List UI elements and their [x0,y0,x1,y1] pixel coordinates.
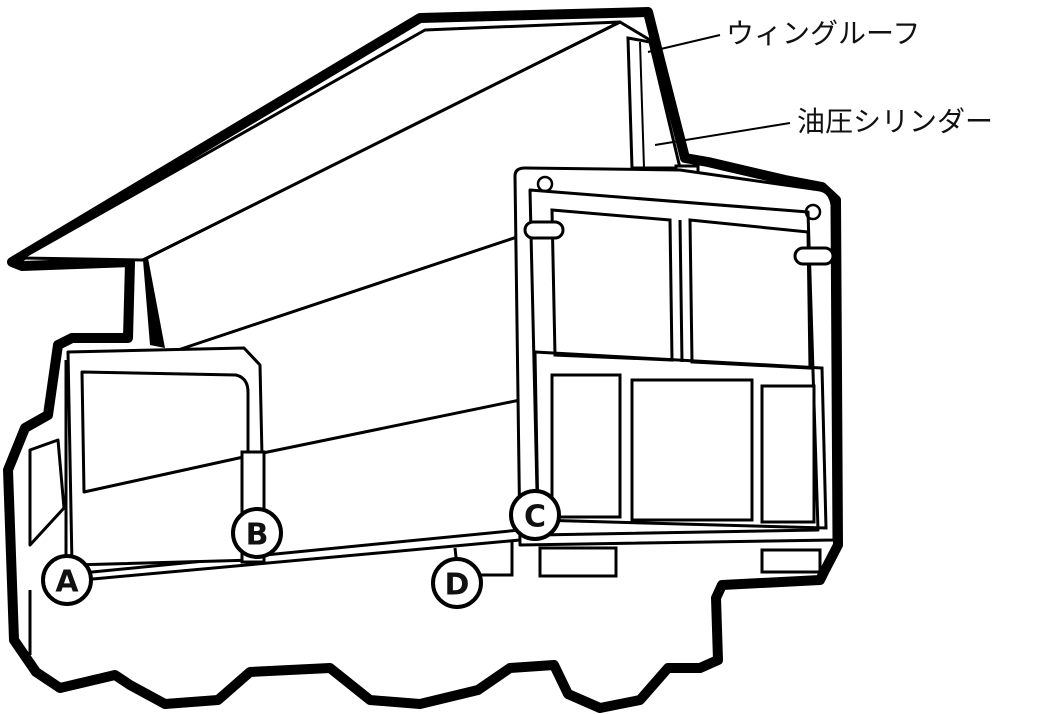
marker-c-label: C [524,500,546,535]
box-bottom-rail-lower [81,538,521,582]
marker-a-label: A [55,565,79,600]
rear-hinge-left [536,175,554,193]
rear-lower-pane-3 [760,384,816,524]
marker-d-label: D [445,568,470,603]
box-top-side-edge [177,234,521,352]
rear-latch-right [793,246,835,266]
marker-b-circle [231,507,283,559]
marker-c: C [509,489,561,541]
box-mid-side-line [257,398,521,456]
wing-roof-rear-edge [619,20,651,42]
hydraulic-cylinder-label: 油圧シリンダー [797,105,993,138]
wing-roof-inner-edge [142,20,621,262]
wing-roof-label: ウィングルーフ [726,17,920,50]
marker-d-circle [431,557,483,609]
marker-b: B [231,507,283,559]
rear-lower-pane-2 [630,378,754,522]
marker-a: A [41,554,93,606]
marker-d: D [431,557,483,609]
rear-lower-panel [533,350,828,530]
rear-latch-left [523,220,565,240]
rear-upper-divider [678,219,684,363]
front-roof-strut [143,258,165,348]
marker-a-circle [41,554,93,606]
cylinder-rod-line [639,41,645,169]
hydraulic-cylinder-leader-line [654,122,791,146]
wing-roof-leader-line [647,34,721,53]
box-bottom-rail-upper [81,528,521,575]
rear-upper-pane-left [550,208,674,362]
rear-lower-pane-1 [550,373,622,519]
marker-b-label: B [246,518,269,553]
marker-c-circle [509,489,561,541]
rear-light-right [760,548,822,574]
rear-upper-pane-right [688,218,812,370]
rear-light-left [538,546,618,578]
cab-front-window [28,438,66,547]
rear-hinge-right [804,203,822,221]
cab-window [80,370,250,494]
